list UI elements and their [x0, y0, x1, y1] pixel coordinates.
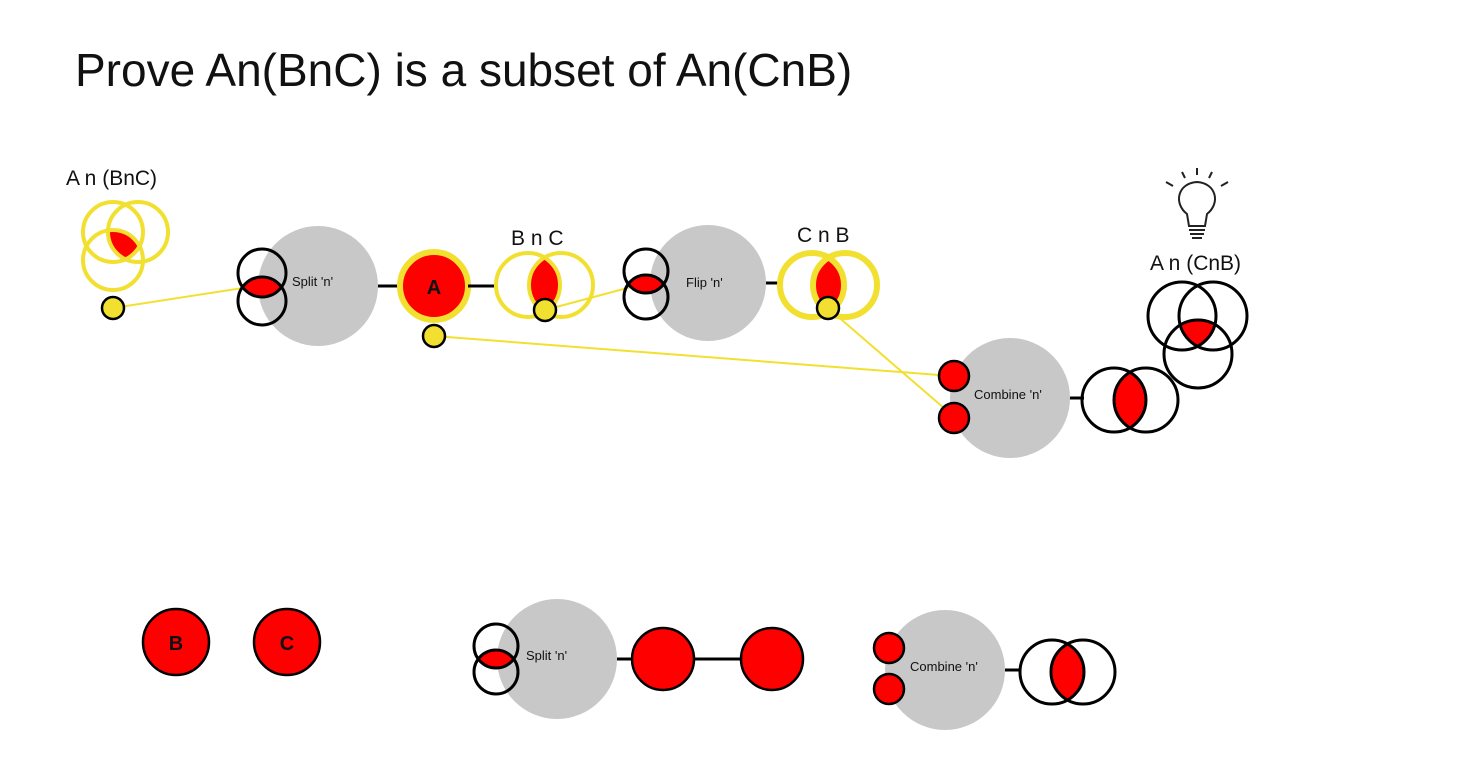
- label-a-n-cnb: A n (CnB): [1150, 252, 1241, 275]
- label-b-n-c: B n C: [511, 227, 564, 250]
- venn-c-n-b[interactable]: C n B: [777, 224, 880, 321]
- output-port-bnc[interactable]: [532, 297, 558, 323]
- lightbulb-icon: [1165, 168, 1229, 239]
- output-port-a[interactable]: [421, 323, 447, 349]
- split-output-2: [739, 626, 805, 692]
- page-title: Prove An(BnC) is a subset of An(CnB): [75, 44, 852, 96]
- wire-bnc-to-flip: [544, 282, 647, 311]
- palette-split-operator[interactable]: Split 'n': [472, 599, 805, 719]
- split-operator-top[interactable]: Split 'n': [236, 226, 402, 346]
- venn-b-n-c[interactable]: B n C: [494, 227, 595, 323]
- combine-operator-top[interactable]: Combine 'n': [937, 338, 1084, 458]
- label-c-n-b: C n B: [797, 224, 850, 247]
- output-port-cnb[interactable]: [815, 295, 841, 321]
- venn-a-n-bnc[interactable]: A n (BnC): [66, 167, 170, 292]
- palette-set-b[interactable]: B: [141, 607, 211, 677]
- set-c-letter: C: [280, 633, 294, 655]
- set-b-letter: B: [169, 633, 183, 655]
- wire-source-to-split: [112, 284, 263, 309]
- venn-a-n-cnb: A n (CnB): [1146, 252, 1249, 390]
- set-a-letter: A: [427, 277, 441, 299]
- palette-set-c[interactable]: C: [252, 607, 322, 677]
- wire-a-to-combine: [433, 335, 953, 377]
- combine-input-2: [872, 672, 906, 706]
- input-port-2[interactable]: [937, 401, 971, 435]
- combine-label: Combine 'n': [974, 387, 1042, 402]
- split-label: Split 'n': [292, 274, 333, 289]
- split-label-bottom: Split 'n': [526, 648, 567, 663]
- flip-operator[interactable]: Flip 'n': [622, 225, 780, 341]
- wire-cnb-to-combine: [827, 307, 953, 416]
- flip-label: Flip 'n': [686, 275, 723, 290]
- input-port-1[interactable]: [937, 359, 971, 393]
- palette-combine-result: [1018, 638, 1117, 706]
- combine-label-bottom: Combine 'n': [910, 659, 978, 674]
- palette-combine-operator[interactable]: Combine 'n': [872, 610, 1020, 730]
- output-port[interactable]: [100, 295, 126, 321]
- venn-combine-result: [1080, 366, 1180, 434]
- split-output-1: [630, 626, 696, 692]
- combine-input-1: [872, 631, 906, 665]
- set-a-output[interactable]: A: [397, 249, 494, 349]
- label-a-n-bnc: A n (BnC): [66, 167, 157, 190]
